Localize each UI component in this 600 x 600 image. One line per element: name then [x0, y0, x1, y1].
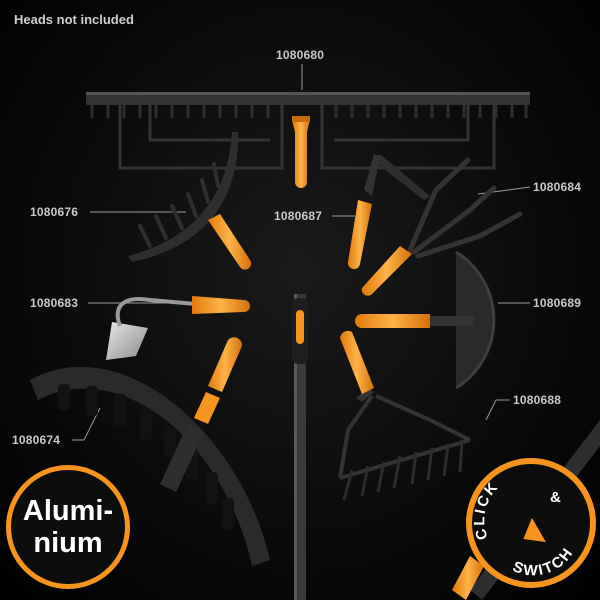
heads-not-included-note: Heads not included: [14, 12, 134, 27]
label-1080684: 1080684: [533, 180, 582, 194]
ampersand-text: &: [550, 489, 561, 506]
click-text: CLICK: [471, 478, 500, 542]
aluminium-handle: [292, 294, 308, 600]
hoe-1080683: [106, 296, 250, 360]
label-1080683: 1080683: [30, 296, 79, 310]
leaf-rake-1080676: [128, 132, 252, 270]
svg-text:CLICK: CLICK: [471, 478, 502, 542]
label-1080676: 1080676: [30, 205, 79, 219]
weeder-1080687: [347, 154, 430, 270]
garden-rake-1080674: [30, 337, 270, 566]
play-triangle-icon: [523, 517, 546, 543]
label-1080689: 1080689: [533, 296, 582, 310]
aluminium-badge: Alumi- nium: [6, 465, 130, 589]
aerator-1080688: [338, 330, 471, 501]
label-1080674: 1080674: [12, 433, 61, 447]
edger-1080689: [355, 250, 496, 390]
aluminium-line-1: Alumi-: [22, 495, 114, 527]
label-1080687: 1080687: [274, 209, 323, 223]
label-1080680: 1080680: [276, 48, 325, 62]
leader-lines: [72, 64, 531, 441]
switch-text: SWITCH: [510, 544, 575, 580]
label-1080688: 1080688: [513, 393, 562, 407]
cultivator-1080684: [361, 157, 523, 296]
svg-text:SWITCH: SWITCH: [510, 544, 577, 580]
aluminium-line-2: nium: [33, 527, 103, 559]
click-switch-graphic: CLICK & SWITCH: [471, 478, 577, 580]
click-switch-badge: CLICK & SWITCH: [466, 458, 596, 588]
wide-rake-1080680: [86, 92, 530, 188]
